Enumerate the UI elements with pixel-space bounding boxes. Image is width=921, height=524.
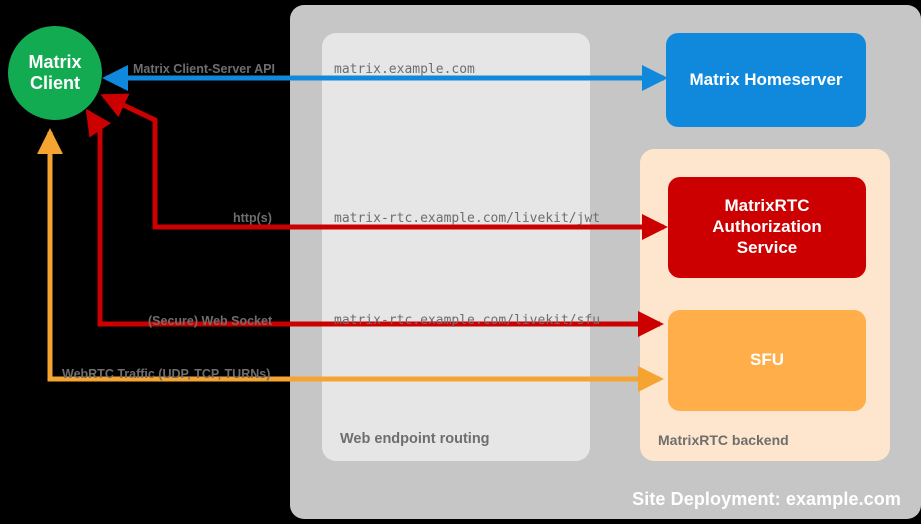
web-endpoint-routing-container: Web endpoint routing xyxy=(322,33,590,461)
node-auth-line2: Authorization xyxy=(712,217,822,237)
node-matrix-client-line1: Matrix xyxy=(28,51,82,72)
edge-label-secure-web-socket: (Secure) Web Socket xyxy=(148,314,273,328)
node-sfu-label: SFU xyxy=(750,350,784,370)
web-endpoint-routing-label: Web endpoint routing xyxy=(340,431,490,447)
node-matrix-homeserver-label: Matrix Homeserver xyxy=(689,69,843,89)
edge-label-matrix-client-server-api: Matrix Client-Server API xyxy=(133,62,275,76)
node-matrix-client-line2: Client xyxy=(29,73,80,93)
edge-label-http-s: http(s) xyxy=(233,211,272,225)
node-matrix-client[interactable]: Matrix Client xyxy=(8,26,102,120)
endpoint-label-matrix: matrix.example.com xyxy=(334,62,475,77)
matrixrtc-backend-label: MatrixRTC backend xyxy=(658,432,789,448)
site-deployment-label: Site Deployment: example.com xyxy=(632,489,901,509)
node-sfu[interactable]: SFU xyxy=(668,310,866,411)
endpoint-label-sfu: matrix-rtc.example.com/livekit/sfu xyxy=(334,313,601,328)
node-auth-line3: Service xyxy=(736,237,798,257)
node-matrix-homeserver[interactable]: Matrix Homeserver xyxy=(666,33,866,127)
edge-label-webrtc-traffic: WebRTC Traffic (UDP, TCP, TURNs) xyxy=(62,367,271,381)
node-matrixrtc-authorization-service[interactable]: MatrixRTC Authorization Service xyxy=(668,177,866,278)
endpoint-label-jwt: matrix-rtc.example.com/livekit/jwt xyxy=(334,211,601,226)
node-auth-line1: MatrixRTC xyxy=(724,196,810,216)
